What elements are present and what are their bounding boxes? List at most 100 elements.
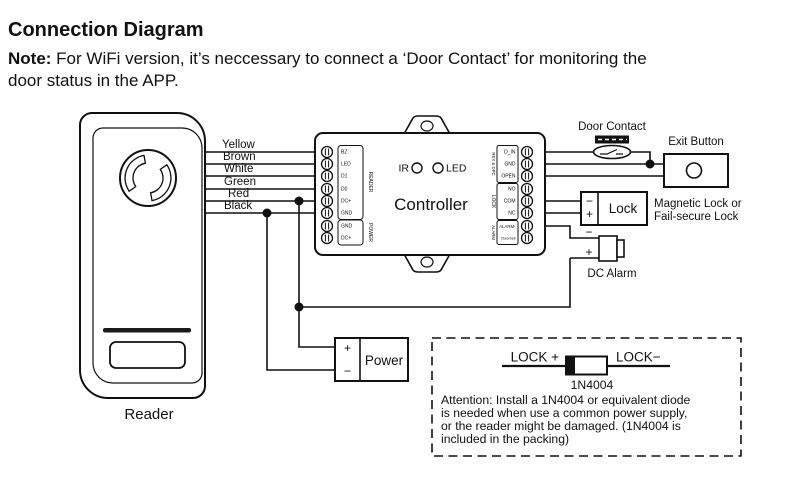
right-wiring: [545, 151, 664, 259]
page-title: Connection Diagram: [8, 19, 204, 41]
dc-alarm-minus-sign: −: [585, 225, 592, 239]
terminal-label-no: NO: [508, 187, 516, 193]
terminal-screw-icon: [520, 194, 534, 208]
terminal-screw-icon: [320, 194, 334, 208]
terminal-label-com: COM: [504, 199, 516, 205]
exit-button: Exit Button: [663, 136, 729, 188]
terminal-screw-icon: [520, 206, 534, 220]
ir-label: IR: [399, 163, 410, 175]
terminal-label-dcplus: DC+: [341, 199, 351, 205]
diode-band: [566, 356, 575, 375]
terminal-screw-icon: [320, 157, 334, 171]
terminal-label-d1: D1: [341, 174, 348, 180]
reader-device: Reader: [79, 112, 206, 423]
attention-line-3: or the reader might be damaged. (1N4004 …: [441, 419, 681, 433]
lock-plus-sign: +: [586, 207, 593, 221]
terminal-screw-icon: [320, 219, 334, 233]
door-contact-label: Door Contact: [578, 121, 647, 133]
terminal-label-pdc: DC+: [341, 236, 351, 242]
terminal-label-led: LED: [341, 162, 351, 168]
note-bold: Note:: [8, 49, 51, 68]
terminal-label-nc: NC: [508, 211, 516, 217]
terminal-label-d0: D0: [341, 187, 348, 193]
reader-slot: [103, 328, 191, 333]
dc-alarm-label: DC Alarm: [587, 268, 636, 280]
alarm-terminal-group-box: [496, 220, 519, 245]
led-indicator-icon: [432, 162, 444, 174]
dc-alarm-plus-sign: +: [585, 245, 592, 259]
attention-lock-minus: LOCK−: [616, 350, 661, 365]
terminal-screw-icon: [520, 157, 534, 171]
note-rest: For WiFi version, it’s neccessary to con…: [51, 49, 646, 68]
lock-unit: − + Lock Magnetic Lock or Fail-secure Lo…: [580, 191, 742, 226]
ir-indicator-icon: [411, 162, 423, 174]
wire-label-yellow: Yellow: [222, 139, 256, 151]
reader-swirl-upper-icon: [124, 154, 147, 193]
lock-desc-line1: Magnetic Lock or: [654, 198, 742, 210]
power-plus-sign: +: [344, 341, 351, 355]
attention-lock-plus: LOCK +: [511, 350, 560, 365]
power-terminal-group-box: [337, 219, 364, 246]
note-line2: door status in the APP.: [8, 71, 179, 90]
door-contact-reed-icon: [600, 148, 623, 155]
terminal-screw-icon: [320, 182, 334, 196]
lock-minus-sign: −: [586, 194, 593, 208]
power-supply: + − Power: [334, 337, 409, 382]
reader-terminal-group-box: [337, 145, 364, 220]
attention-line-1: Attention: Install a 1N4004 or equivalen…: [441, 393, 691, 407]
wire-label-brown: Brown: [223, 151, 256, 163]
power-wiring: [266, 201, 571, 371]
terminal-label-pgnd: GND: [341, 224, 353, 230]
group-label-alarm: ALARM: [491, 225, 496, 240]
terminal-label-doorbell: Doorbell: [501, 237, 515, 241]
terminal-screw-icon: [520, 182, 534, 196]
controller: BZ LED D1 D0 DC+ GND READER GND DC+ POWE…: [314, 115, 546, 273]
controller-body: [314, 132, 546, 256]
diode-part-number: 1N4004: [571, 378, 614, 392]
lock-body: [580, 191, 648, 226]
terminal-screw-icon: [320, 169, 334, 183]
dc-alarm-side: [616, 239, 625, 258]
wire-label-red: Red: [228, 188, 249, 200]
terminal-screw-icon: [320, 145, 334, 159]
power-body: [334, 337, 409, 382]
controller-label: Controller: [394, 195, 468, 214]
terminal-screw-icon: [320, 206, 334, 220]
black-branch-wire: [266, 213, 335, 371]
dc-alarm: − + DC Alarm: [585, 225, 636, 280]
attention-line-2: is needed when use a common power supply…: [441, 406, 687, 420]
note-line1: Note: For WiFi version, it’s neccessary …: [8, 49, 647, 68]
wire-label-black: Black: [224, 200, 252, 212]
lock-terminal-group-box: [496, 183, 519, 220]
door-contact: Door Contact: [578, 121, 647, 160]
terminal-label-bz: BZ: [341, 150, 347, 156]
terminal-label-gnd: GND: [341, 211, 353, 217]
rex-terminal-group-box: [496, 145, 519, 183]
exit-button-circle: [685, 162, 703, 179]
header: Connection Diagram Note: For WiFi versio…: [8, 19, 647, 90]
junction-dot-gnd: [645, 159, 655, 169]
reader-swirl-lower-icon: [149, 163, 172, 202]
group-label-lock: LOCK: [490, 195, 496, 209]
wire-label-green: Green: [224, 176, 256, 188]
terminal-label-din: D_IN: [504, 150, 516, 156]
wire-label-white: White: [224, 163, 253, 175]
group-label-reader: READER: [367, 172, 373, 193]
attention-line-4: included in the packing): [441, 432, 569, 446]
led-label: LED: [446, 163, 467, 175]
exit-button-label: Exit Button: [668, 136, 724, 148]
terminal-screw-icon: [520, 231, 534, 245]
terminal-screw-icon: [320, 231, 334, 245]
reader-card-area: [109, 341, 186, 369]
attention-note: LOCK + LOCK− 1N4004 Attention: Install a…: [431, 337, 742, 457]
mount-hole-top-icon: [420, 120, 434, 132]
power-minus-sign: −: [344, 364, 351, 378]
power-label: Power: [365, 353, 404, 368]
red-branch-wire: [298, 201, 335, 348]
plus-rail-wire: [299, 258, 571, 308]
terminal-label-alarm-minus: ALARM-: [499, 224, 516, 229]
wire-alarm-minus: [545, 225, 599, 239]
lock-desc-line2: Fail-secure Lock: [654, 211, 739, 223]
terminal-screw-icon: [520, 169, 534, 183]
group-label-power: POWER: [367, 223, 373, 242]
